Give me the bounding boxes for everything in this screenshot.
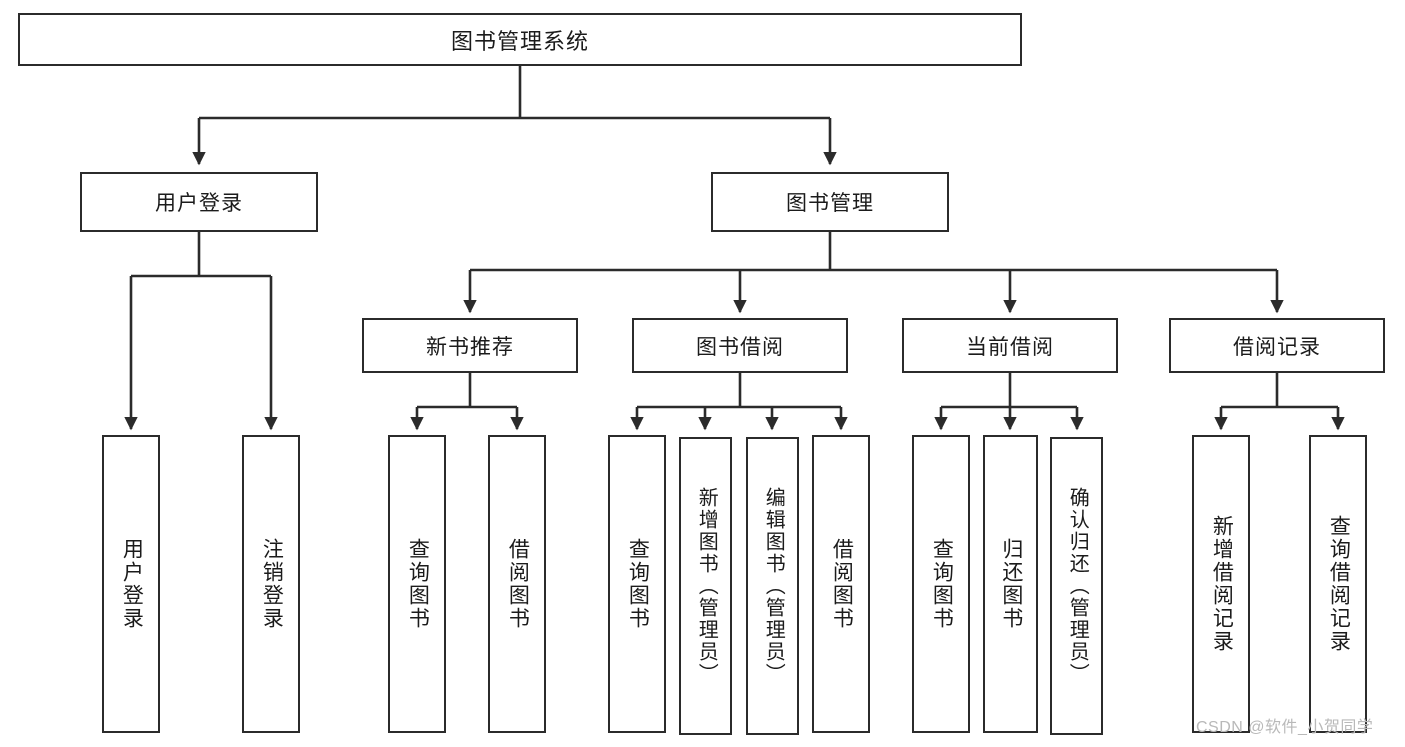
node-label: 借阅图书 [506, 538, 530, 630]
leaf-borrow-borrow-book[interactable]: 借阅图书 [812, 435, 870, 733]
node-label: 图书管理系统 [450, 28, 589, 54]
node-label: 编辑图书（管理员） [762, 487, 785, 685]
node-label: 用户登录 [120, 538, 144, 630]
leaf-record-query-record[interactable]: 查询借阅记录 [1309, 435, 1367, 733]
node-label: 归还图书 [999, 538, 1023, 630]
node-label: 新书推荐 [426, 335, 514, 359]
node-label: 图书管理 [786, 192, 874, 215]
node-label: 新增图书（管理员） [695, 487, 718, 685]
leaf-current-confirm-return-admin[interactable]: 确认归还（管理员） [1050, 437, 1103, 735]
leaf-current-query-book[interactable]: 查询图书 [912, 435, 970, 733]
leaf-recommend-query-book[interactable]: 查询图书 [388, 435, 446, 733]
node-book-borrow[interactable]: 图书借阅 [632, 318, 848, 373]
leaf-record-add-record[interactable]: 新增借阅记录 [1192, 435, 1250, 733]
node-label: 借阅记录 [1233, 335, 1321, 359]
node-label: 新增借阅记录 [1210, 515, 1234, 653]
leaf-user-login-logout[interactable]: 注销登录 [242, 435, 300, 733]
leaf-current-return-book[interactable]: 归还图书 [983, 435, 1038, 733]
node-borrow-record[interactable]: 借阅记录 [1169, 318, 1385, 373]
node-current-borrow[interactable]: 当前借阅 [902, 318, 1118, 373]
node-book-management[interactable]: 图书管理 [711, 172, 949, 232]
node-label: 注销登录 [260, 538, 284, 630]
leaf-recommend-borrow-book[interactable]: 借阅图书 [488, 435, 546, 733]
node-label: 查询图书 [626, 538, 650, 630]
leaf-borrow-edit-book-admin[interactable]: 编辑图书（管理员） [746, 437, 799, 735]
leaf-user-login-login[interactable]: 用户登录 [102, 435, 160, 733]
node-root-system[interactable]: 图书管理系统 [18, 13, 1022, 66]
leaf-borrow-add-book-admin[interactable]: 新增图书（管理员） [679, 437, 732, 735]
node-label: 查询图书 [930, 538, 954, 630]
node-new-book-recommend[interactable]: 新书推荐 [362, 318, 578, 373]
node-label: 查询图书 [406, 538, 430, 630]
node-label: 借阅图书 [830, 538, 854, 630]
node-label: 用户登录 [155, 192, 243, 215]
node-label: 确认归还（管理员） [1066, 487, 1089, 685]
node-label: 图书借阅 [696, 335, 784, 359]
node-user-login[interactable]: 用户登录 [80, 172, 318, 232]
node-label: 当前借阅 [966, 335, 1054, 359]
node-label: 查询借阅记录 [1327, 515, 1351, 653]
watermark-text: CSDN @软件_小贺同学 [1196, 719, 1374, 736]
leaf-borrow-query-book[interactable]: 查询图书 [608, 435, 666, 733]
